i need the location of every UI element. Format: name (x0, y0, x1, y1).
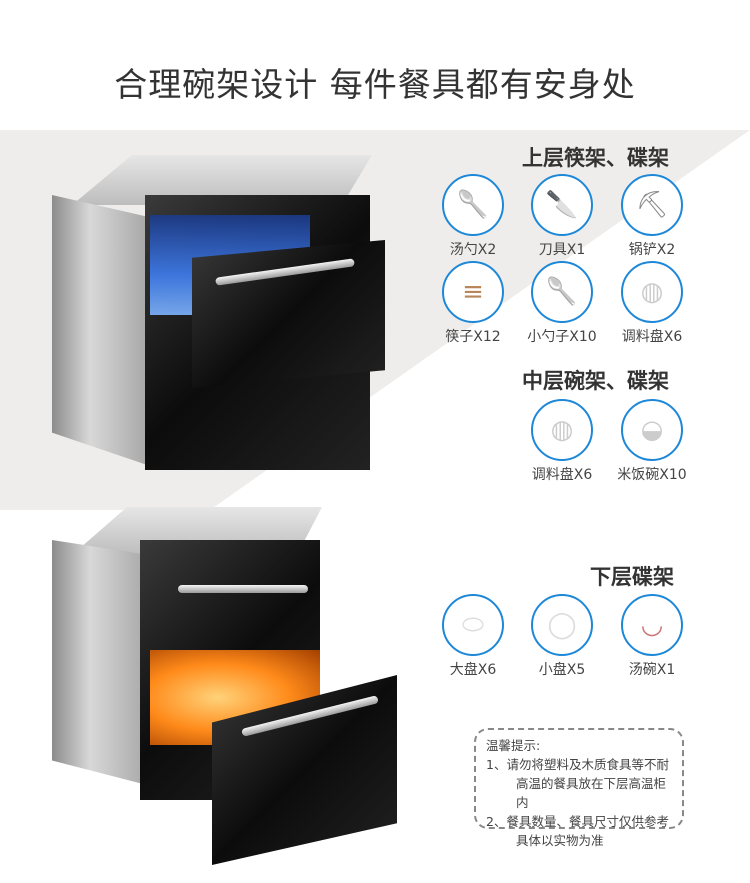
cleaver-knife-icon: 🔪 (531, 174, 593, 236)
page-title: 合理碗架设计 每件餐具都有安身处 (114, 65, 636, 104)
spatula-icon: ⛏ (621, 174, 683, 236)
small-spoon-icon: 🥄 (531, 261, 593, 323)
item-soup-bowl: ◡汤碗X1 (607, 594, 697, 679)
item-large-plate: ⬭大盘X6 (428, 594, 518, 679)
large-plate-icon: ⬭ (442, 594, 504, 656)
item-spatula: ⛏锅铲X2 (607, 174, 697, 259)
item-soup-ladle: 🥄汤勺X2 (428, 174, 518, 259)
soup-bowl-icon: ◡ (621, 594, 683, 656)
item-sauce-dish: ◍调料盘X6 (607, 261, 697, 346)
item-small-plate: ◯小盘X5 (517, 594, 607, 679)
item-small-spoon: 🥄小勺子X10 (517, 261, 607, 346)
item-rice-bowl: ◒米饭碗X10 (607, 399, 697, 484)
rice-bowl-icon: ◒ (621, 399, 683, 461)
section-heading-lower: 下层碟架 (590, 565, 674, 589)
item-chopsticks: ≡筷子X12 (428, 261, 518, 346)
soup-ladle-icon: 🥄 (442, 174, 504, 236)
section-heading-middle: 中层碗架、碟架 (522, 369, 669, 393)
tips-box: 温馨提示: 1、请勿将塑料及木质食具等不耐 高温的餐具放在下层高温柜内 2、餐具… (474, 728, 684, 848)
small-plate-icon: ◯ (531, 594, 593, 656)
item-cleaver: 🔪刀具X1 (517, 174, 607, 259)
sauce-dish-icon: ◍ (531, 399, 593, 461)
item-sauce-dish: ◍调料盘X6 (517, 399, 607, 484)
sauce-dish-icon: ◍ (621, 261, 683, 323)
section-heading-upper: 上层筷架、碟架 (522, 146, 669, 170)
chopsticks-icon: ≡ (442, 261, 504, 323)
